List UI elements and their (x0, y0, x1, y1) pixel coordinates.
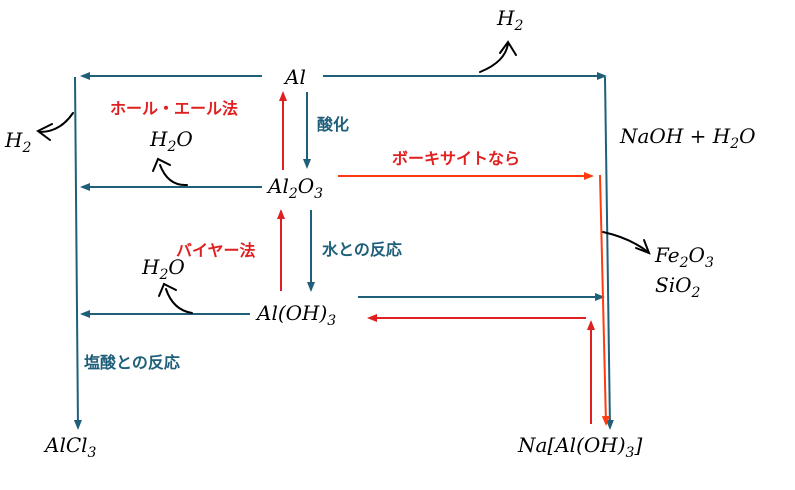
naoh-h2o-label: NaOH + H2O (619, 124, 756, 152)
water-reaction-label: 水との反応 (322, 240, 402, 259)
hall-heroult-label: ホール・エール法 (110, 99, 238, 118)
oxidation-label: 酸化 (317, 115, 349, 134)
bauxite-label: ボーキサイトなら (392, 149, 520, 168)
h2-top-release-arrow (479, 40, 517, 73)
bayer-label: バイヤー法 (176, 241, 256, 260)
h2o-upper-release-arrow (152, 157, 188, 187)
hcl-reaction-label: 塩酸との反応 (84, 353, 180, 372)
bauxite-down-arrow (599, 174, 610, 426)
h2-left-label: H2 (4, 128, 31, 156)
na-aloh-label: Na[Al(OH)3] (517, 433, 642, 461)
h2o-lower-release-arrow (158, 282, 193, 314)
alcl3-label: AlCl3 (43, 433, 97, 461)
sio2-label: SiO2 (655, 273, 701, 301)
h2-left-release-arrow (36, 112, 74, 141)
fe2o3-label: Fe2O3 (654, 243, 714, 271)
h2o-lower-label: H2O (141, 255, 185, 283)
left-vertical-arrow (73, 76, 82, 430)
aloh3-label: Al(OH)3 (255, 301, 336, 329)
h2-top-label: H2 (496, 6, 523, 34)
impurity-removal-arrow (602, 231, 651, 255)
h2o-upper-label: H2O (149, 127, 193, 155)
al-label: Al (283, 65, 306, 89)
al2o3-label: Al2O3 (266, 174, 323, 202)
right-vertical-arrow (604, 76, 614, 430)
